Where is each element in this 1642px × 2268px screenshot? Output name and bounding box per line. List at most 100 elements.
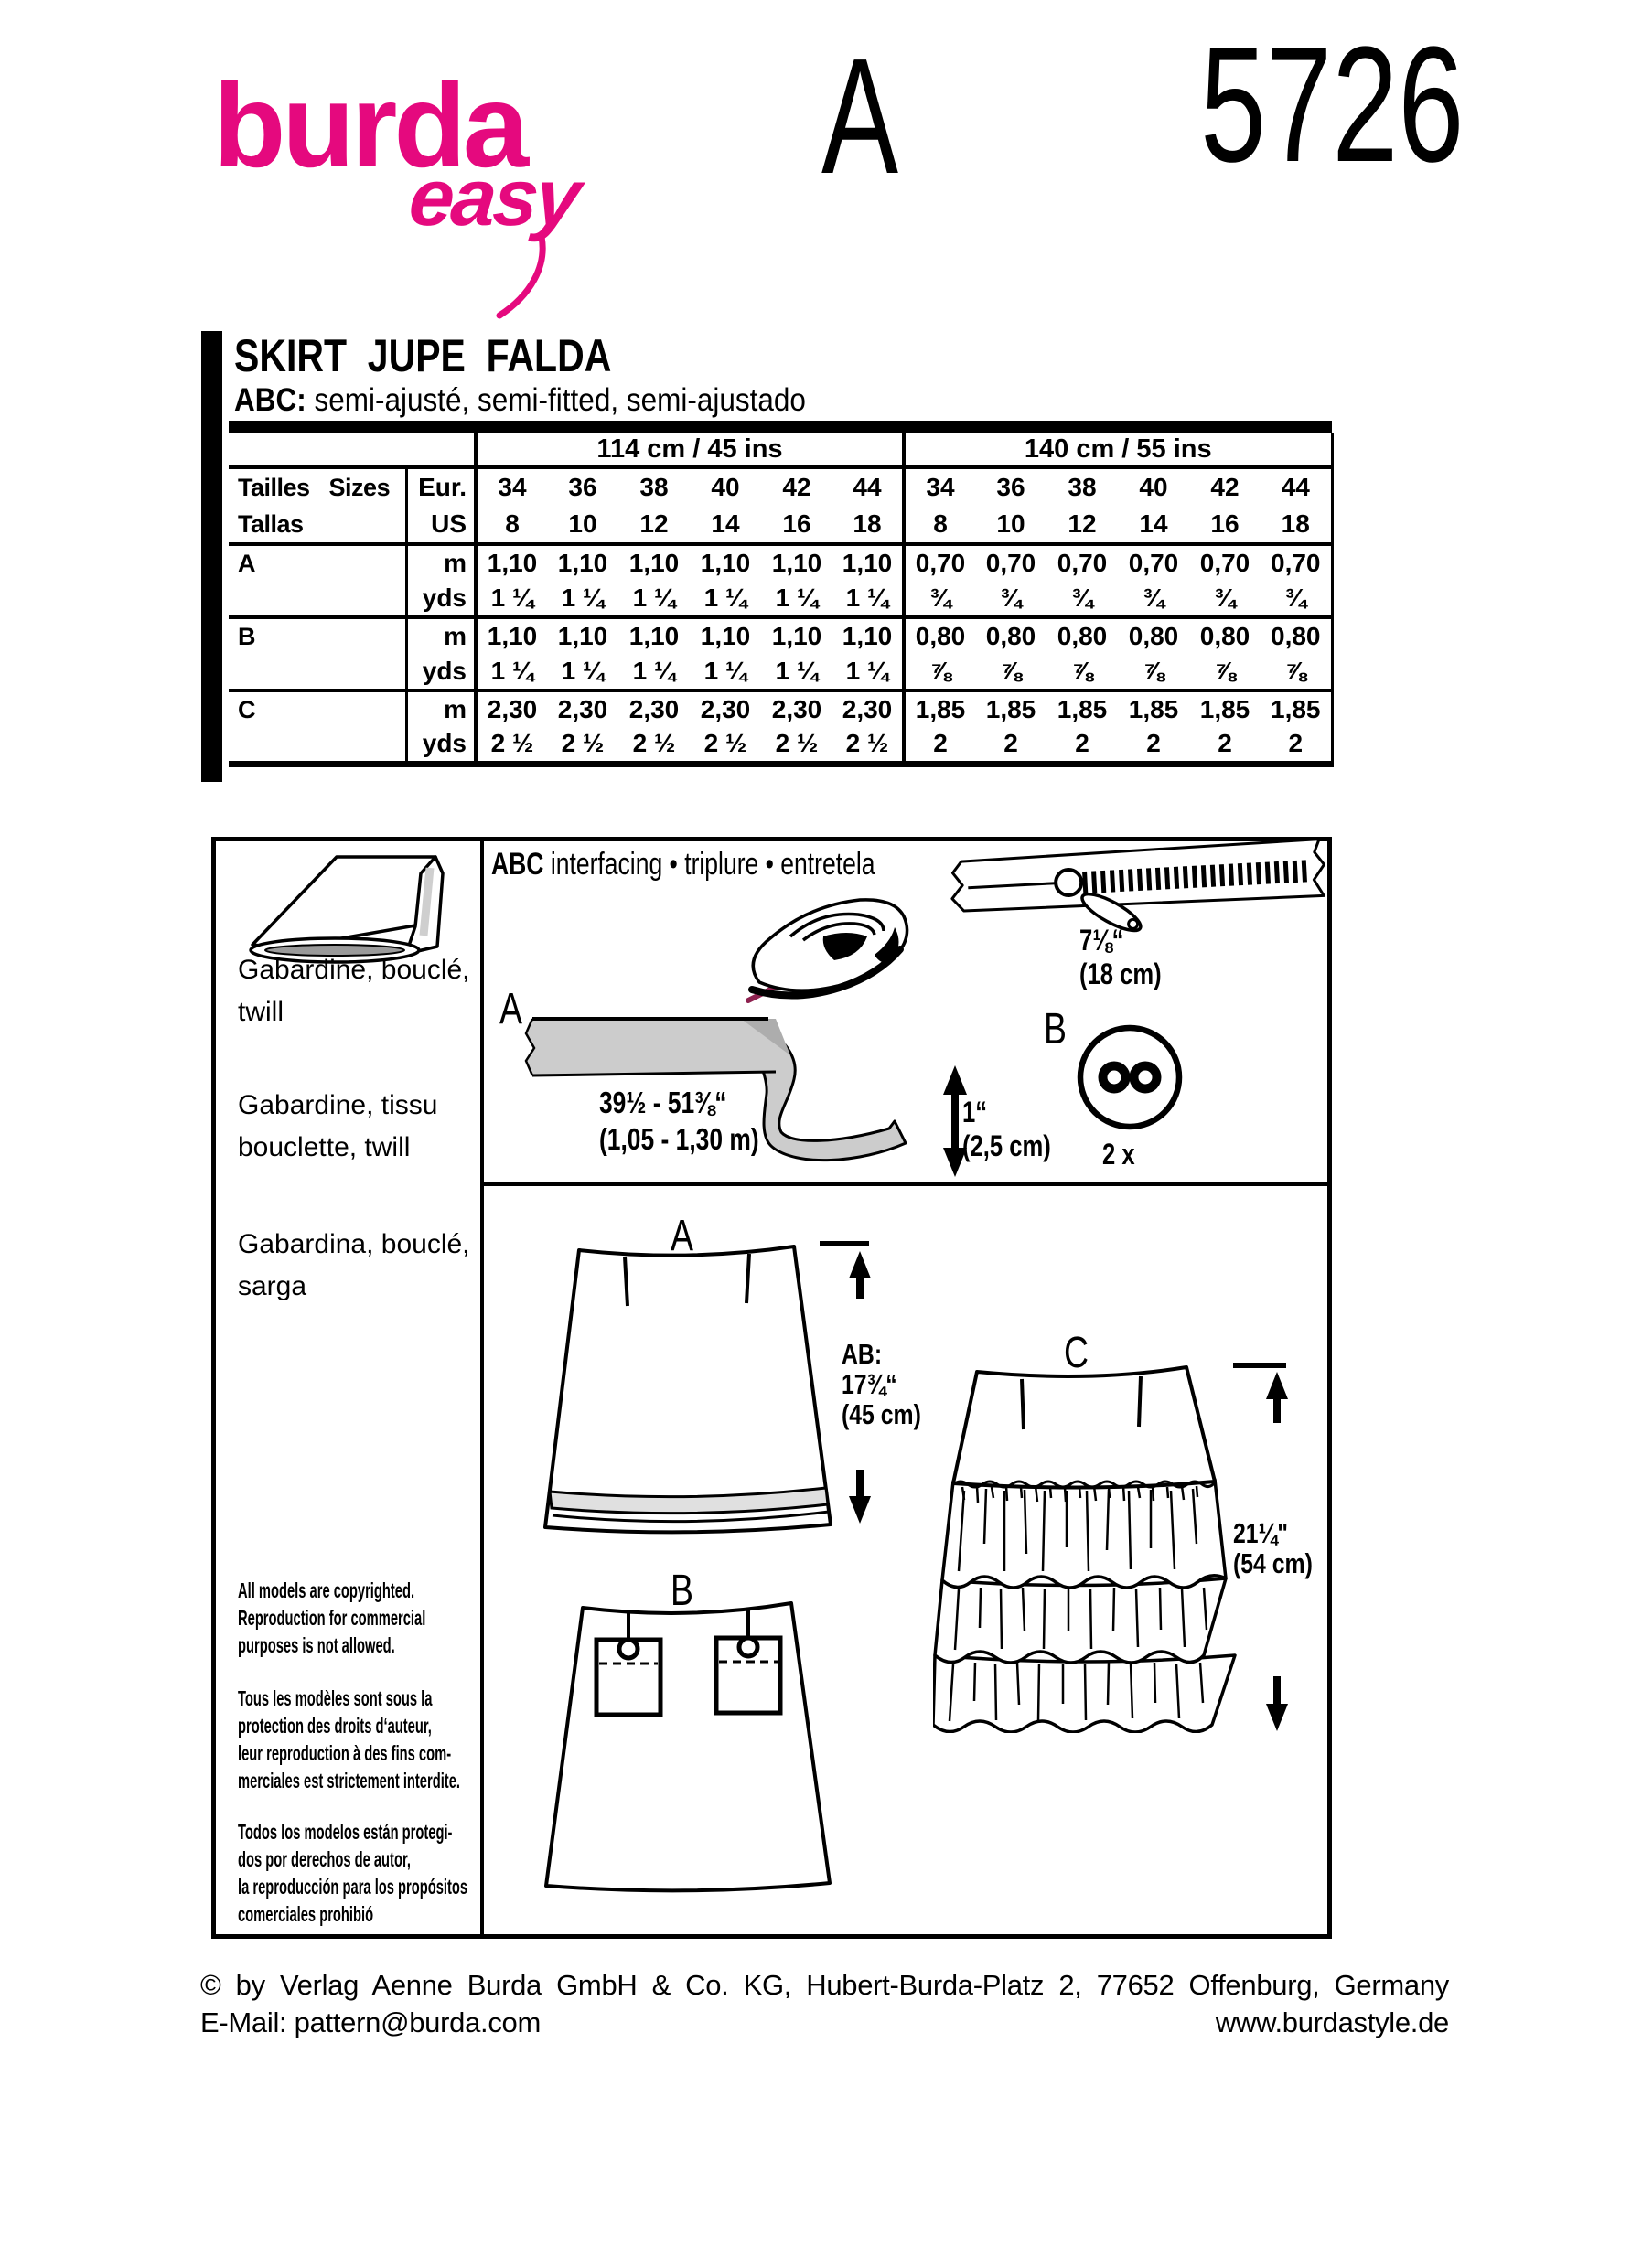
- amount-cell: 1,10: [832, 617, 906, 654]
- button-quantity: 2 x: [1102, 1138, 1135, 1171]
- amount-cell: 1 ¼: [547, 654, 618, 692]
- amount-cell: 2: [975, 727, 1046, 767]
- blank-cell: [229, 433, 478, 469]
- us-label: US: [406, 506, 478, 546]
- yds-label: yds: [406, 727, 478, 767]
- row-c-yds: yds 2 ½ 2 ½ 2 ½ 2 ½ 2 ½ 2 ½ 2 2 2 2 2 2: [229, 727, 1334, 767]
- skirt-c-length: 21¼" (54 cm): [1233, 1517, 1313, 1579]
- fit-description: ABC: semi-ajusté, semi-fitted, semi-ajus…: [234, 382, 806, 419]
- size-cell: 10: [975, 506, 1046, 546]
- amount-cell: 0,80: [1128, 622, 1179, 650]
- size-cell: 18: [832, 506, 906, 546]
- sketch-b-label: B: [671, 1567, 693, 1615]
- size-cell: 38: [1068, 473, 1097, 501]
- amount-cell: ¾: [975, 581, 1046, 619]
- amount-cell: 0,80: [1199, 622, 1250, 650]
- amount-cell: 2 ½: [547, 727, 618, 767]
- size-cell: 36: [568, 473, 597, 501]
- size-cell: 40: [711, 473, 740, 501]
- zipper-icon: [950, 838, 1326, 933]
- amount-cell: 1,10: [771, 549, 822, 577]
- amount-cell: 1 ¼: [832, 581, 906, 619]
- amount-cell: 1,10: [557, 622, 608, 650]
- yds-label: yds: [406, 654, 478, 692]
- size-cell: 16: [1189, 506, 1261, 546]
- amount-cell: ¾: [904, 581, 975, 619]
- length-arrow-a-icon: [820, 1241, 871, 1524]
- amount-cell: 2 ½: [618, 727, 690, 767]
- width-group-row: 114 cm / 45 ins 140 cm / 55 ins: [229, 433, 1334, 469]
- burda-easy-logo-sub: easy: [404, 152, 584, 242]
- contact-line: E-Mail: pattern@burda.com www.burdastyle…: [200, 2006, 1449, 2039]
- interfacing-abc: ABC: [491, 847, 544, 882]
- amount-cell: ¾: [1046, 581, 1118, 619]
- zipper-length: 7⅛“ (18 cm): [1079, 924, 1162, 990]
- fabric-bolt-icon: [249, 855, 445, 964]
- publisher-line: © by Verlag Aenne Burda GmbH & Co. KG, H…: [200, 1969, 1449, 2001]
- amount-cell: 2: [1261, 727, 1334, 767]
- yds-label: yds: [406, 581, 478, 619]
- fabric-requirements-table: 114 cm / 45 ins 140 cm / 55 ins Tailles …: [229, 433, 1334, 767]
- amount-cell: ⅞: [1261, 654, 1334, 692]
- amount-cell: 0,70: [985, 549, 1036, 577]
- eur-label: Eur.: [406, 467, 478, 506]
- size-cell: 42: [1210, 473, 1240, 501]
- skirt-b-sketch: [544, 1601, 832, 1893]
- amount-cell: 1,85: [1199, 695, 1250, 723]
- button-size: 1“ (2,5 cm): [962, 1096, 1051, 1162]
- sketch-c-label: C: [1064, 1329, 1089, 1377]
- interfacing-strip-range: 39½ - 51⅜“ (1,05 - 1,30 m): [599, 1086, 759, 1156]
- sketch-a-label: A: [671, 1212, 693, 1260]
- amount-cell: 1 ¼: [476, 654, 547, 692]
- amount-cell: 0,70: [1199, 549, 1250, 577]
- amount-cell: 1 ¼: [761, 581, 832, 619]
- sizes-label-2: Tallas: [229, 506, 408, 546]
- amount-cell: 1 ¼: [761, 654, 832, 692]
- website-text: www.burdastyle.de: [1215, 2006, 1449, 2038]
- amount-cell: 0,70: [1057, 549, 1108, 577]
- interfacing-view-a-label: A: [499, 985, 522, 1033]
- row-b-m: B m 1,10 1,10 1,10 1,10 1,10 1,10 0,80 0…: [229, 617, 1334, 692]
- size-cell: 8: [476, 506, 547, 546]
- iron-icon: [746, 898, 909, 1003]
- sizes-eur-row: Tailles Sizes Eur. 34 36 38 40 42 44 34 …: [229, 467, 1334, 506]
- amount-cell: 1,10: [832, 544, 906, 581]
- m-label: m: [406, 544, 478, 581]
- skirt-ab-length: AB: 17¾“ (45 cm): [842, 1338, 921, 1430]
- amount-cell: 2: [1046, 727, 1118, 767]
- amount-cell: 2,30: [700, 695, 751, 723]
- amount-cell: 0,70: [1128, 549, 1179, 577]
- amount-cell: 1 ¼: [547, 581, 618, 619]
- amount-cell: 1,85: [1128, 695, 1179, 723]
- amount-cell: 2,30: [487, 695, 538, 723]
- amount-cell: 1 ¼: [618, 654, 690, 692]
- amount-cell: 0,80: [985, 622, 1036, 650]
- size-cell: 34: [498, 473, 527, 501]
- amount-cell: ¾: [1261, 581, 1334, 619]
- amount-cell: 1,85: [1261, 690, 1334, 727]
- title-left-bar: [201, 331, 222, 782]
- fabric-suggestion-en: Gabardine, bouclé, twill: [238, 955, 470, 1027]
- amount-cell: 2,30: [557, 695, 608, 723]
- amount-cell: 0,80: [1261, 617, 1334, 654]
- amount-cell: 0,80: [1057, 622, 1108, 650]
- size-cell: 14: [1118, 506, 1189, 546]
- amount-cell: ⅞: [975, 654, 1046, 692]
- amount-cell: 1,85: [915, 695, 966, 723]
- width-group-140: 140 cm / 55 ins: [904, 433, 1334, 469]
- amount-cell: 1,10: [771, 622, 822, 650]
- button-icon: [1077, 1024, 1183, 1130]
- size-cell: 14: [690, 506, 761, 546]
- skirt-a-sketch: [543, 1245, 832, 1535]
- amount-cell: ¾: [1189, 581, 1261, 619]
- size-cell: 34: [926, 473, 955, 501]
- size-cell: 10: [547, 506, 618, 546]
- size-cell: 12: [1046, 506, 1118, 546]
- copyright-es: Todos los modelos están protegi- dos por…: [238, 1820, 468, 1926]
- amount-cell: 0,70: [915, 549, 966, 577]
- burda-logo: burda: [213, 59, 529, 192]
- row-a-m: A m 1,10 1,10 1,10 1,10 1,10 1,10 0,70 0…: [229, 544, 1334, 619]
- amount-cell: ⅞: [904, 654, 975, 692]
- amount-cell: 1,10: [487, 549, 538, 577]
- m-label: m: [406, 690, 478, 727]
